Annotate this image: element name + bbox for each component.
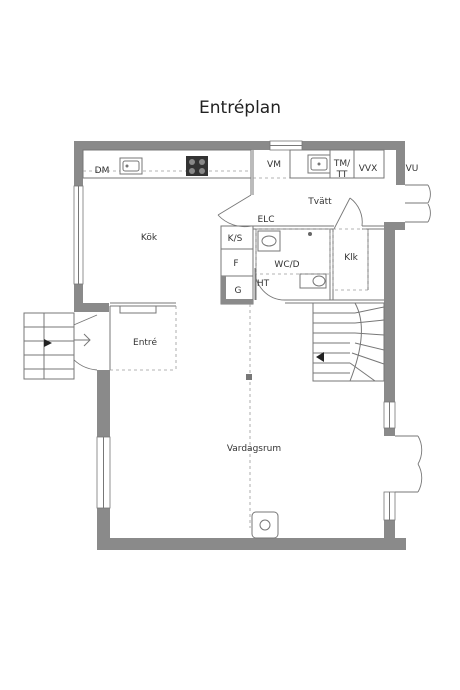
wall-right-bottom xyxy=(384,520,395,550)
wall-right-between-windows xyxy=(384,428,395,436)
room-label-vardagsrum: Vardagsrum xyxy=(227,444,281,454)
plan-title: Entréplan xyxy=(199,98,281,118)
kitchen-counter xyxy=(82,149,252,179)
outer-walls xyxy=(74,141,406,550)
fixture-label-tt: TT xyxy=(336,170,348,180)
entry-steps xyxy=(23,312,91,380)
stair-arrow-icon xyxy=(316,352,324,362)
wall-top-left xyxy=(74,141,270,150)
closet-label-ks: K/S xyxy=(228,234,243,244)
fixture-label-vvx: VVX xyxy=(359,164,377,174)
wall-right-top xyxy=(396,141,405,185)
wall-left-top xyxy=(74,141,83,186)
fixture-label-vm: VM xyxy=(267,160,281,170)
step-arrow-icon xyxy=(44,339,52,347)
fireplace xyxy=(251,511,279,539)
laundry-counter xyxy=(253,149,385,179)
fixture-label-dm: DM xyxy=(95,166,110,176)
bath-sink xyxy=(257,230,281,252)
wall-right-mid xyxy=(384,222,395,402)
closet-block xyxy=(220,225,254,305)
room-label-klk: Klk xyxy=(344,253,358,263)
closet-label-f: F xyxy=(233,259,238,269)
wall-bottom xyxy=(97,538,406,550)
wall-top-right xyxy=(302,141,405,150)
room-label-wcd: WC/D xyxy=(274,260,299,270)
bathroom-fixtures xyxy=(255,228,331,289)
dashed-lines xyxy=(110,228,369,528)
room-label-entre: Entré xyxy=(133,337,157,348)
wall-left-kitchen-lower xyxy=(74,284,83,312)
stove xyxy=(186,156,208,176)
wall-entry-top xyxy=(74,303,109,312)
closet-label-g: G xyxy=(235,286,242,296)
wall-left-mid xyxy=(97,386,110,437)
fixture-label-elc: ELC xyxy=(258,215,275,225)
room-label-tvatt: Tvätt xyxy=(307,197,332,207)
closet-label-ht: HT xyxy=(257,279,270,289)
windows xyxy=(73,140,396,521)
column-marker xyxy=(246,374,252,380)
staircase xyxy=(312,302,385,382)
entry-bench xyxy=(119,305,157,314)
room-label-kok: Kök xyxy=(141,233,158,243)
fixture-label-tm: TM/ xyxy=(333,159,351,169)
fixture-label-vu: VU xyxy=(406,164,419,174)
